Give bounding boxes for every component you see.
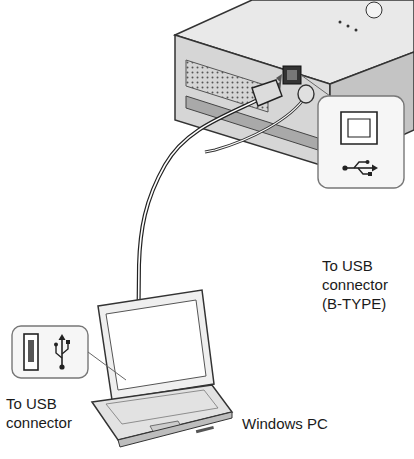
port-label: To USB connector	[6, 394, 88, 432]
laptop	[92, 290, 232, 447]
port-label: To USB connector (B-TYPE)	[322, 256, 412, 313]
computer-label: Windows PC	[242, 414, 402, 433]
